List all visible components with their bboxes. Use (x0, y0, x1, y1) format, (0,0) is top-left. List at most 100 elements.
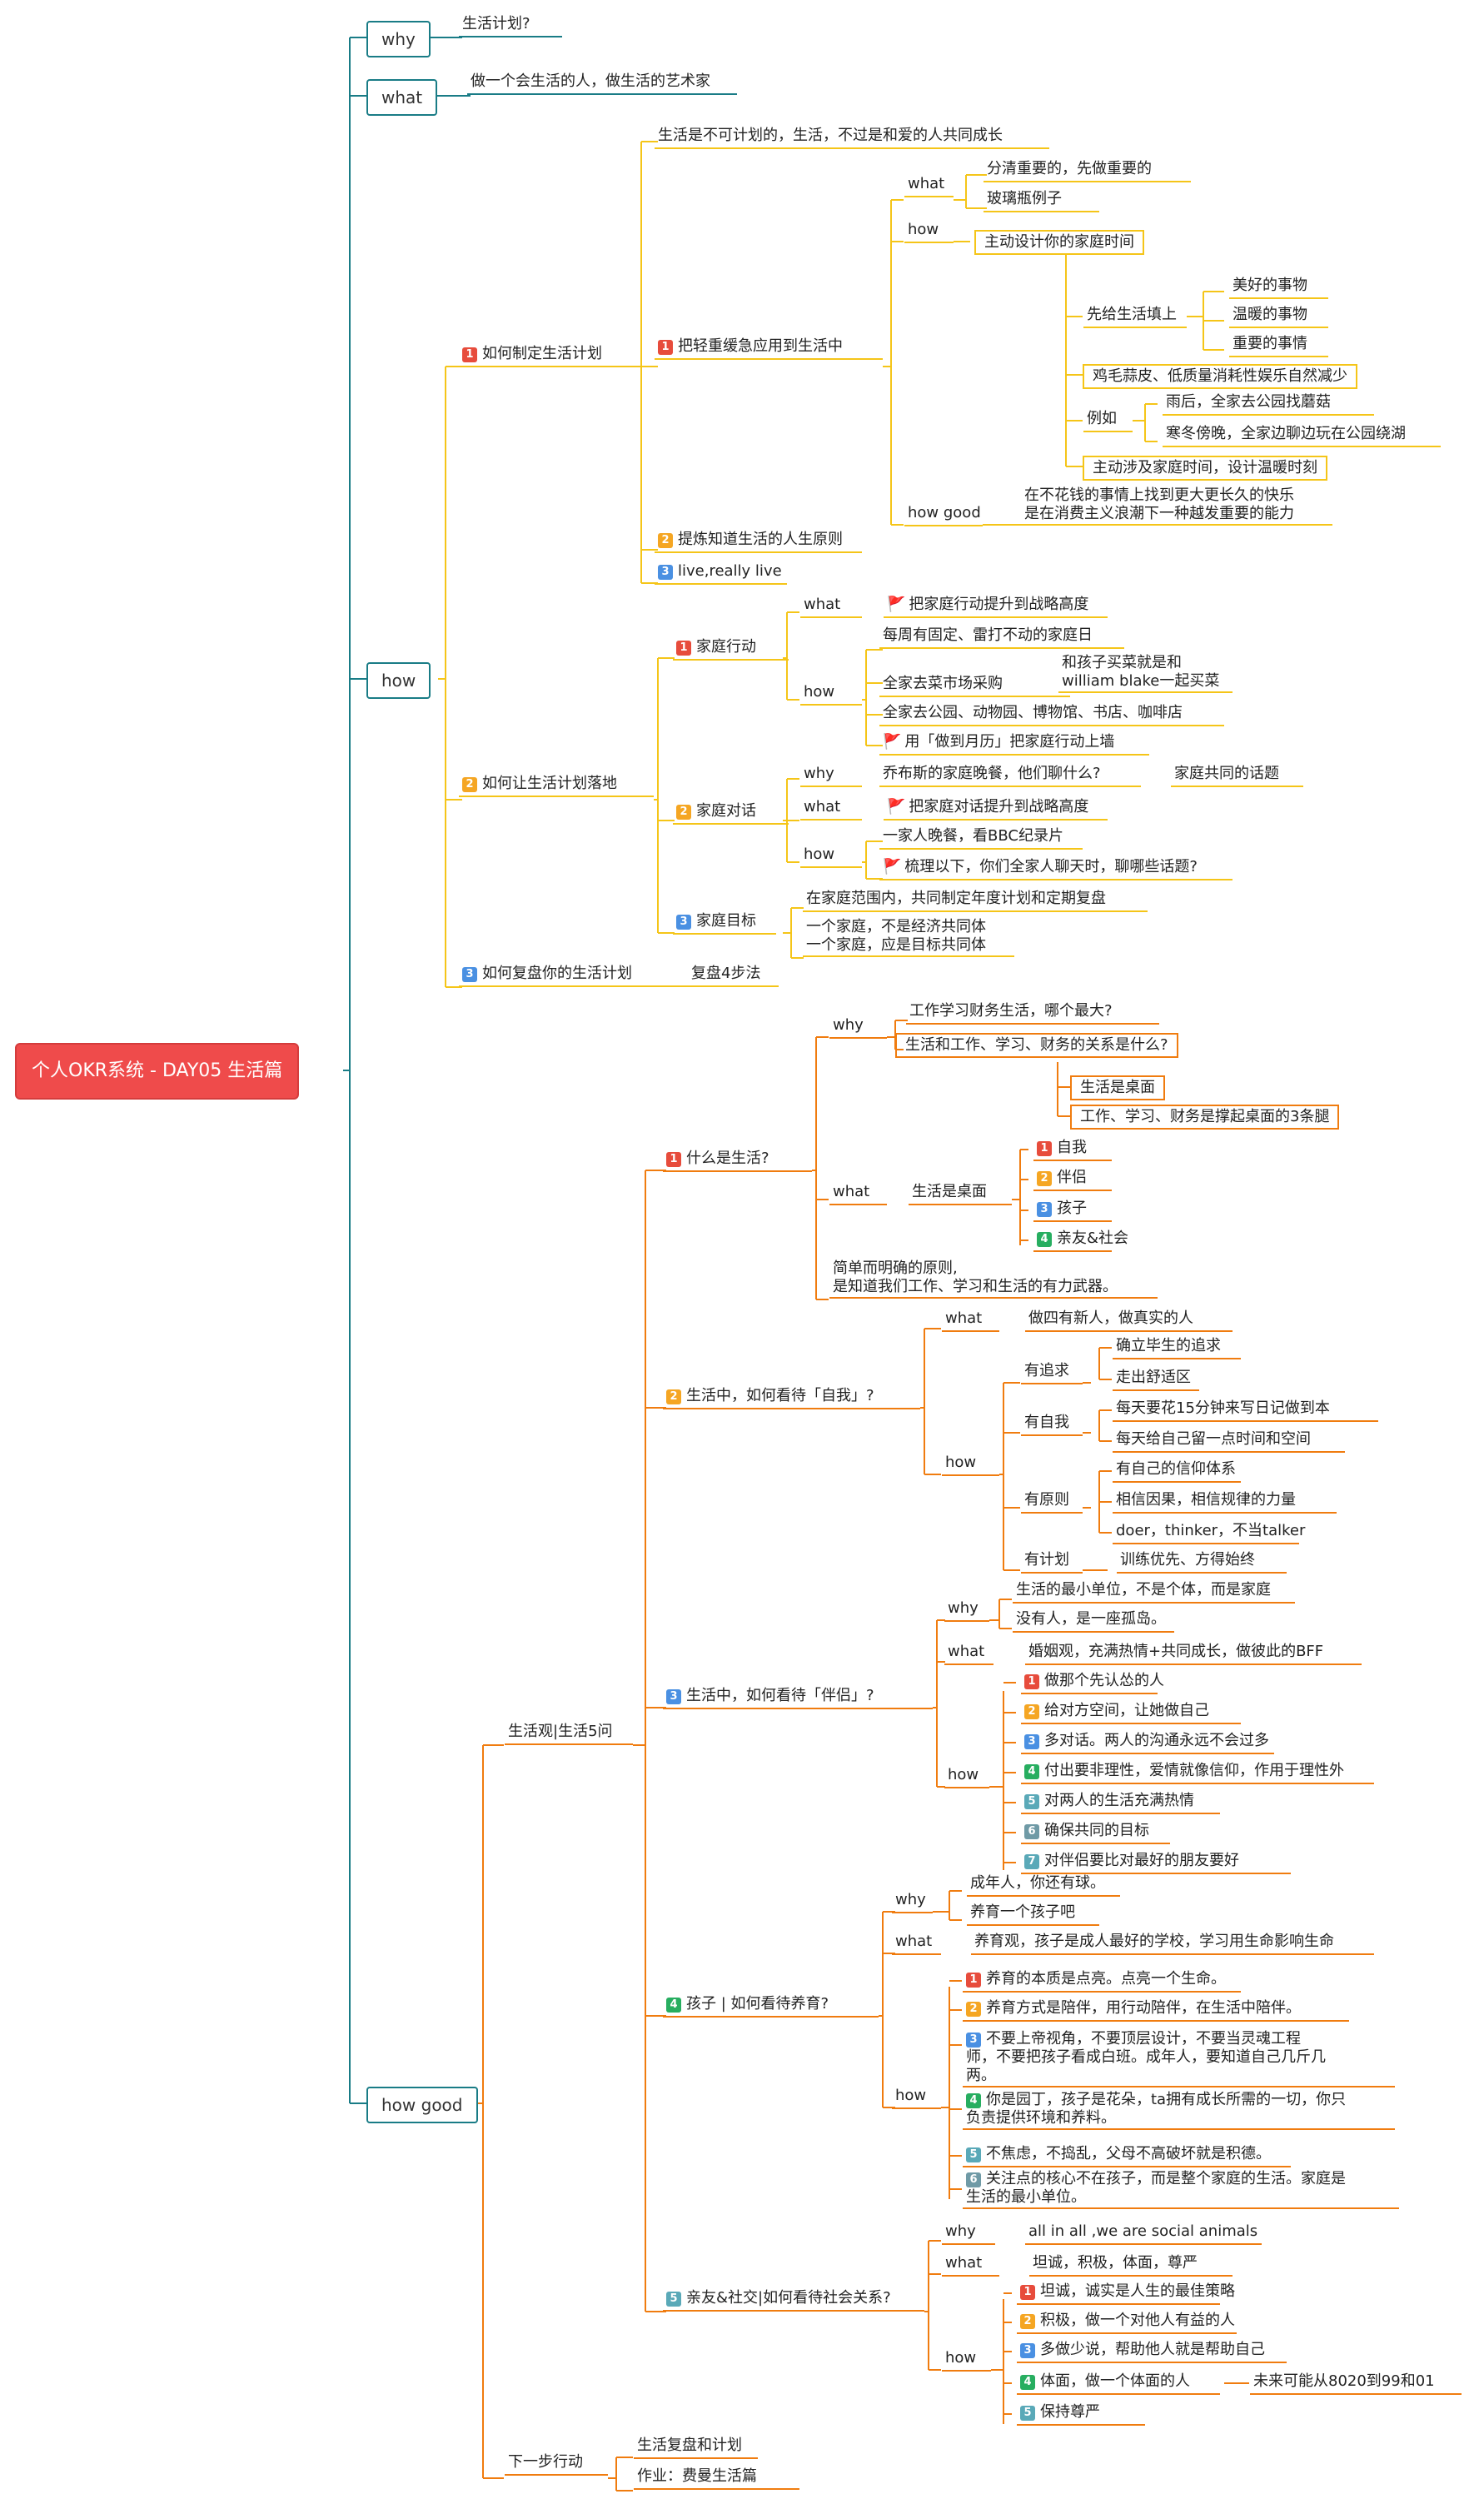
q2-how[interactable]: how (945, 1454, 976, 1472)
talk-what1[interactable]: 🚩把家庭对话提升到战略高度 (887, 798, 1088, 816)
q1-what1[interactable]: 生活是桌面 (912, 1183, 987, 1201)
q4-why2[interactable]: 养育一个孩子吧 (970, 1903, 1075, 1922)
q2-b[interactable]: 有自我 (1024, 1414, 1069, 1432)
act-how2[interactable]: 全家去菜市场采购 (883, 675, 1003, 693)
next1[interactable]: 生活复盘和计划 (637, 2437, 742, 2455)
q2-d[interactable]: 有计划 (1024, 1551, 1069, 1569)
fill[interactable]: 先给生活填上 (1087, 306, 1177, 324)
q5-what1[interactable]: 坦诚，积极，体面，尊严 (1033, 2254, 1198, 2272)
b1b-good[interactable]: how good (908, 504, 981, 522)
q4-why[interactable]: why (895, 1891, 926, 1909)
eg1[interactable]: 雨后，全家去公园找蘑菇 (1166, 393, 1331, 412)
q1-why2[interactable]: 生活和工作、学习、财务的关系是什么? (895, 1033, 1178, 1058)
q1-desk[interactable]: 生活是桌面 (1070, 1075, 1165, 1100)
q4-what[interactable]: what (895, 1933, 932, 1951)
fill3[interactable]: 重要的事情 (1233, 335, 1307, 353)
q5-why1[interactable]: all in all ,we are social animals (1028, 2222, 1257, 2241)
q4-how[interactable]: how (895, 2087, 926, 2105)
q5-what[interactable]: what (945, 2254, 982, 2272)
act-how[interactable]: how (804, 683, 834, 701)
b1b-good1[interactable]: 在不花钱的事情上找到更大更长久的快乐 是在消费主义浪潮下一种越发重要的能力 (1024, 486, 1294, 523)
q1-desk2[interactable]: 工作、学习、财务是撑起桌面的3条腿 (1070, 1105, 1340, 1130)
q2-c-3[interactable]: doer，thinker，不当talker (1116, 1522, 1305, 1540)
reduce[interactable]: 鸡毛蒜皮、低质量消耗性娱乐自然减少 (1083, 364, 1357, 389)
talk-how2[interactable]: 🚩梳理以下，你们全家人聊天时，聊哪些话题? (883, 858, 1198, 876)
talk-what[interactable]: what (804, 798, 840, 816)
q4-what1[interactable]: 养育观，孩子是成人最好的学校，学习用生命影响生命 (974, 1933, 1334, 1951)
q2-a-1[interactable]: 确立毕生的追求 (1116, 1337, 1221, 1355)
q5-how[interactable]: how (945, 2349, 976, 2367)
q1-simple[interactable]: 简单而明确的原则, 是知道我们工作、学习和生活的有力武器。 (833, 1259, 1118, 1296)
b1b-what1[interactable]: 分清重要的，先做重要的 (987, 160, 1152, 178)
q1-why[interactable]: why (833, 1016, 864, 1035)
q2-b-2[interactable]: 每天给自己留一点时间和空间 (1116, 1430, 1311, 1449)
eg2[interactable]: 寒冬傍晚，全家边聊边玩在公园绕湖 (1166, 425, 1406, 443)
why-child[interactable]: 生活计划? (462, 15, 530, 33)
q2-a[interactable]: 有追求 (1024, 1362, 1069, 1380)
q2-c-2[interactable]: 相信因果，相信规律的力量 (1116, 1491, 1296, 1509)
b1b-how[interactable]: how (908, 221, 939, 239)
act-how2a[interactable]: 和孩子买菜就是和 william blake一起买菜 (1062, 654, 1219, 691)
talk-why2[interactable]: 家庭共同的话题 (1174, 765, 1279, 783)
q2-b-1[interactable]: 每天要花15分钟来写日记做到本 (1116, 1399, 1330, 1418)
section-what[interactable]: what (366, 79, 438, 116)
goal1[interactable]: 在家庭范围内，共同制定年度计划和定期复盘 (806, 890, 1106, 908)
q2-a-2[interactable]: 走出舒适区 (1116, 1369, 1191, 1387)
q3-how[interactable]: how (948, 1766, 979, 1784)
act-what[interactable]: what (804, 596, 840, 614)
q2-c[interactable]: 有原则 (1024, 1491, 1069, 1509)
q5-why[interactable]: why (945, 2222, 976, 2241)
section-how[interactable]: how (366, 662, 431, 699)
how-b1a[interactable]: 生活是不可计划的，生活，不过是和爱的人共同成长 (658, 127, 1003, 145)
what-child[interactable]: 做一个会生活的人，做生活的艺术家 (471, 72, 710, 91)
q3-what1[interactable]: 婚姻观，充满热情+共同成长，做彼此的BFF (1028, 1643, 1323, 1661)
q2-what1[interactable]: 做四有新人，做真实的人 (1028, 1309, 1193, 1328)
b1b-what2[interactable]: 玻璃瓶例子 (987, 190, 1062, 208)
q4-why1[interactable]: 成年人，你还有球。 (970, 1874, 1105, 1893)
q1-what[interactable]: what (833, 1183, 869, 1201)
talk-why[interactable]: why (804, 765, 834, 783)
section-how-good[interactable]: how good (366, 2087, 478, 2123)
talk-how1[interactable]: 一家人晚餐，看BBC纪录片 (883, 827, 1063, 845)
act-what1[interactable]: 🚩把家庭行动提升到战略高度 (887, 596, 1088, 614)
section-why[interactable]: why (366, 21, 431, 57)
act-how4[interactable]: 🚩用「做到月历」把家庭行动上墙 (883, 733, 1114, 751)
root-topic[interactable]: 个人OKR系统 - DAY05 生活篇 (15, 1043, 300, 1100)
b1b-how1[interactable]: 主动设计你的家庭时间 (974, 230, 1144, 255)
active[interactable]: 主动涉及家庭时间，设计温暖时刻 (1083, 456, 1327, 481)
eg[interactable]: 例如 (1087, 410, 1117, 428)
goal2[interactable]: 一个家庭，不是经济共同体 一个家庭，应是目标共同体 (806, 918, 986, 955)
q2-d1[interactable]: 训练优先、方得始终 (1120, 1551, 1255, 1569)
next[interactable]: 下一步行动 (508, 2453, 583, 2472)
b1b-what[interactable]: what (908, 175, 944, 193)
act-how1[interactable]: 每周有固定、雷打不动的家庭日 (883, 626, 1093, 645)
act-how3[interactable]: 全家去公园、动物园、博物馆、书店、咖啡店 (883, 704, 1183, 722)
